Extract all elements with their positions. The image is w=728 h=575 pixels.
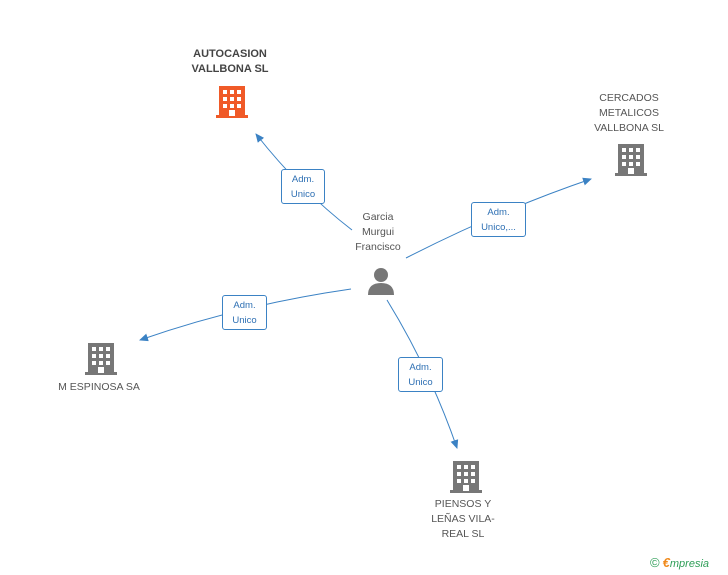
copyright-icon: © [650, 555, 660, 570]
empresia-logo[interactable]: © €mpresia [650, 555, 709, 570]
company-name-cercados[interactable]: CERCADOS METALICOS VALLBONA SL [594, 92, 664, 134]
company-name-autocasion[interactable]: AUTOCASION VALLBONA SL [191, 48, 269, 75]
building-icon-espinosa[interactable] [85, 341, 117, 375]
brand-name: mpresia [669, 558, 710, 570]
person-name: Garcia Murgui Francisco [355, 211, 401, 253]
company-name-espinosa[interactable]: M ESPINOSA SA [58, 381, 140, 393]
brand-initial: € [662, 555, 670, 570]
role-label-autocasion[interactable]: Adm. Unico [281, 169, 325, 204]
role-label-espinosa[interactable]: Adm. Unico [222, 295, 267, 330]
company-name-piensos[interactable]: PIENSOS Y LEÑAS VILA- REAL SL [431, 498, 495, 540]
person-icon[interactable] [366, 266, 396, 296]
building-icon-cercados[interactable] [615, 142, 647, 176]
role-label-cercados[interactable]: Adm. Unico,... [471, 202, 526, 237]
building-icon-autocasion[interactable] [216, 84, 248, 118]
building-icon-piensos[interactable] [450, 459, 482, 493]
role-label-piensos[interactable]: Adm. Unico [398, 357, 443, 392]
